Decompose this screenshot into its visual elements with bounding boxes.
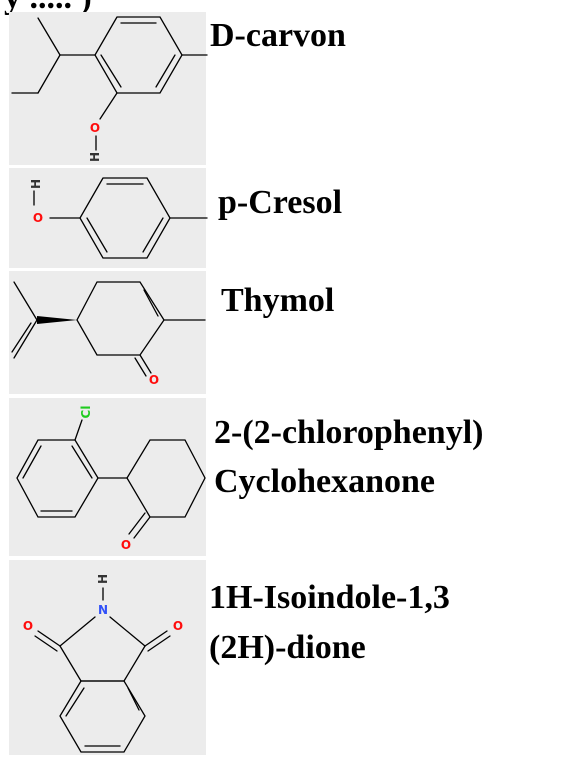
- compound-name-line: Cyclohexanone: [214, 463, 435, 500]
- atom-label: H: [88, 152, 102, 162]
- stereo-wedge: [37, 316, 77, 324]
- molecule-5-bonds: [34, 587, 171, 753]
- atom-label: N: [98, 603, 108, 617]
- compound-label-4: 2-(2-chlorophenyl) Cyclohexanone: [214, 414, 483, 500]
- compound-label-1: D-carvon: [210, 17, 346, 54]
- svg-text:1H-Isoindole-1,3: 1H-Isoindole-1,3: [209, 579, 450, 616]
- svg-text:(2H)-dione: (2H)-dione: [209, 629, 366, 666]
- atom-label: O: [90, 121, 100, 135]
- compound-name-line: 2-(2-chlorophenyl): [214, 414, 483, 451]
- compound-label-5: 1H-Isoindole-1,3 (2H)-dione: [209, 579, 450, 666]
- svg-text:2-(2-chlorophenyl): 2-(2-chlorophenyl): [214, 414, 483, 451]
- atom-label: O: [33, 211, 43, 225]
- compound-name-line: Thymol: [221, 282, 334, 319]
- compound-name-line: 1H-Isoindole-1,3: [209, 579, 450, 616]
- svg-text:p-Cresol: p-Cresol: [218, 184, 342, 221]
- molecule-2-bonds: [33, 177, 208, 259]
- atom-label: H: [29, 179, 43, 189]
- atom-label: O: [23, 619, 33, 633]
- compound-label-3: Thymol: [221, 282, 334, 319]
- compound-name-line: D-carvon: [210, 17, 346, 54]
- structure-panel-3: O: [9, 271, 206, 394]
- structure-panel-1: O H: [9, 12, 208, 165]
- atom-label: O: [121, 538, 131, 552]
- atom-label: H: [96, 574, 110, 584]
- molecule-4-bonds: [16, 419, 206, 539]
- svg-text:Thymol: Thymol: [221, 282, 334, 319]
- atom-label: O: [149, 373, 159, 387]
- svg-text:Cyclohexanone: Cyclohexanone: [214, 463, 435, 500]
- atom-label: Cl: [79, 406, 93, 419]
- compound-label-2: p-Cresol: [218, 184, 342, 221]
- molecule-1-bonds: [11, 16, 208, 151]
- compound-name-line: p-Cresol: [218, 184, 342, 221]
- compound-name-line: (2H)-dione: [209, 629, 366, 666]
- structure-panel-2: O H: [9, 168, 208, 268]
- structure-panel-5: N H O O: [9, 560, 206, 755]
- atom-label: O: [173, 619, 183, 633]
- structure-panel-4: Cl O: [9, 398, 206, 556]
- svg-text:D-carvon: D-carvon: [210, 17, 346, 54]
